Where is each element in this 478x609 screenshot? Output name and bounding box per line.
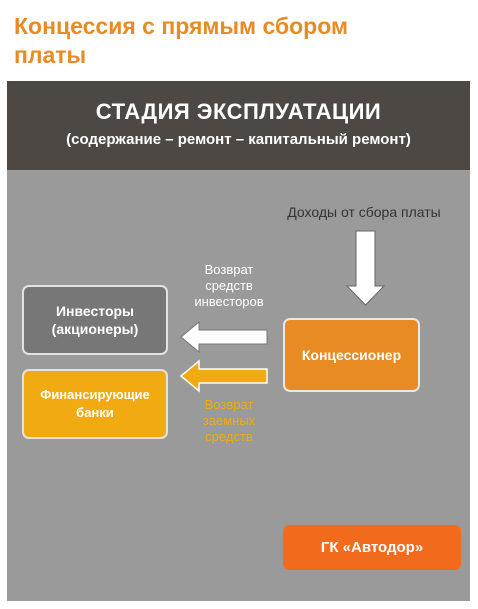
loan-return-arrow [179, 359, 268, 393]
investors-box: Инвесторы (акционеры) [22, 285, 168, 355]
banks-box: Финансирующие банки [22, 369, 168, 439]
income-label: Доходы от сбора платы [287, 204, 441, 220]
investors-label: Инвесторы (акционеры) [51, 303, 139, 337]
stage-title: СТАДИЯ ЭКСПЛУАТАЦИИ [95, 99, 382, 124]
investor-return-arrow [180, 320, 268, 354]
banks-label: Финансирующие банки [40, 387, 150, 420]
stage-header: СТАДИЯ ЭКСПЛУАТАЦИИ (содержание – ремонт… [7, 81, 470, 170]
stage-subtitle: (содержание – ремонт – капитальный ремон… [66, 131, 411, 148]
page-title: Концессия с прямым сбором платы [14, 13, 348, 68]
avtodor-box: ГК «Автодор» [283, 525, 461, 570]
investor-return-label: Возврат средств инвесторов [194, 262, 264, 309]
concessioner-box: Концессионер [283, 318, 420, 392]
income-down-arrow [345, 230, 386, 306]
concessioner-label: Концессионер [301, 347, 402, 363]
loan-return-label: Возврат заемных средств [202, 397, 256, 444]
avtodor-label: ГК «Автодор» [320, 538, 424, 556]
